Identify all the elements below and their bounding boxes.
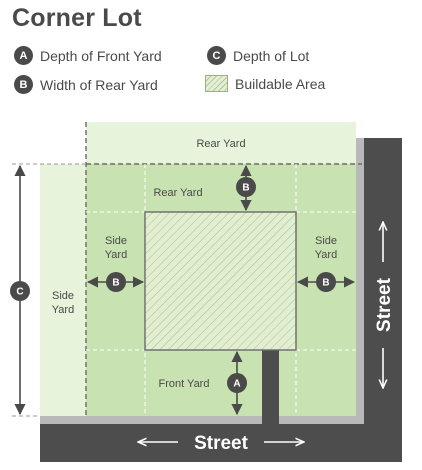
sidewalk-bottom bbox=[40, 416, 366, 426]
legend-item-depth-of-lot: C Depth of Lot bbox=[207, 46, 309, 65]
badge-c-text: C bbox=[16, 287, 23, 298]
legend-badge-a: A bbox=[14, 46, 33, 65]
badge-b-text: B bbox=[322, 278, 329, 289]
sidewalk-right bbox=[356, 138, 366, 424]
badge-b-rear: B bbox=[236, 177, 256, 197]
legend-item-buildable-area: Buildable Area bbox=[205, 75, 325, 92]
label-street-right: Street bbox=[374, 277, 395, 332]
driveway bbox=[262, 350, 279, 424]
badge-b-side-right: B bbox=[316, 272, 336, 292]
label-outer-side-yard-line2: Yard bbox=[52, 304, 74, 316]
legend-item-depth-front-yard: A Depth of Front Yard bbox=[14, 46, 162, 65]
legend-badge-b: B bbox=[14, 75, 33, 94]
badge-a-text: A bbox=[233, 379, 240, 390]
rear-yard-top-band bbox=[86, 122, 356, 164]
label-side-yard-right-line2: Yard bbox=[315, 249, 337, 261]
label-outer-side-yard-line1: Side bbox=[52, 290, 74, 302]
outer-side-yard-band bbox=[40, 164, 86, 416]
badge-b-text: B bbox=[112, 278, 119, 289]
badge-a: A bbox=[227, 373, 247, 393]
buildable-area bbox=[144, 211, 297, 351]
page-title: Corner Lot bbox=[12, 4, 142, 32]
street-bottom bbox=[40, 424, 402, 462]
legend-badge-c: C bbox=[207, 46, 226, 65]
legend-label: Depth of Lot bbox=[233, 47, 310, 64]
badge-b-text: B bbox=[242, 183, 249, 194]
label-front-yard: Front Yard bbox=[159, 378, 210, 390]
label-side-yard-left-line1: Side bbox=[105, 235, 127, 247]
label-rear-yard: Rear Yard bbox=[153, 187, 202, 199]
badge-b-side-left: B bbox=[106, 272, 126, 292]
label-street-bottom: Street bbox=[194, 433, 249, 454]
label-side-yard-left-line2: Yard bbox=[105, 249, 127, 261]
badge-c: C bbox=[10, 281, 30, 301]
legend-item-width-rear-yard: B Width of Rear Yard bbox=[14, 75, 158, 94]
legend-label: Depth of Front Yard bbox=[40, 47, 162, 64]
street-right bbox=[364, 138, 402, 462]
label-side-yard-right-line1: Side bbox=[315, 235, 337, 247]
legend-label: Width of Rear Yard bbox=[40, 76, 158, 93]
legend-label: Buildable Area bbox=[235, 75, 326, 92]
buildable-area-swatch bbox=[205, 75, 228, 92]
label-rear-yard-top: Rear Yard bbox=[196, 138, 245, 150]
